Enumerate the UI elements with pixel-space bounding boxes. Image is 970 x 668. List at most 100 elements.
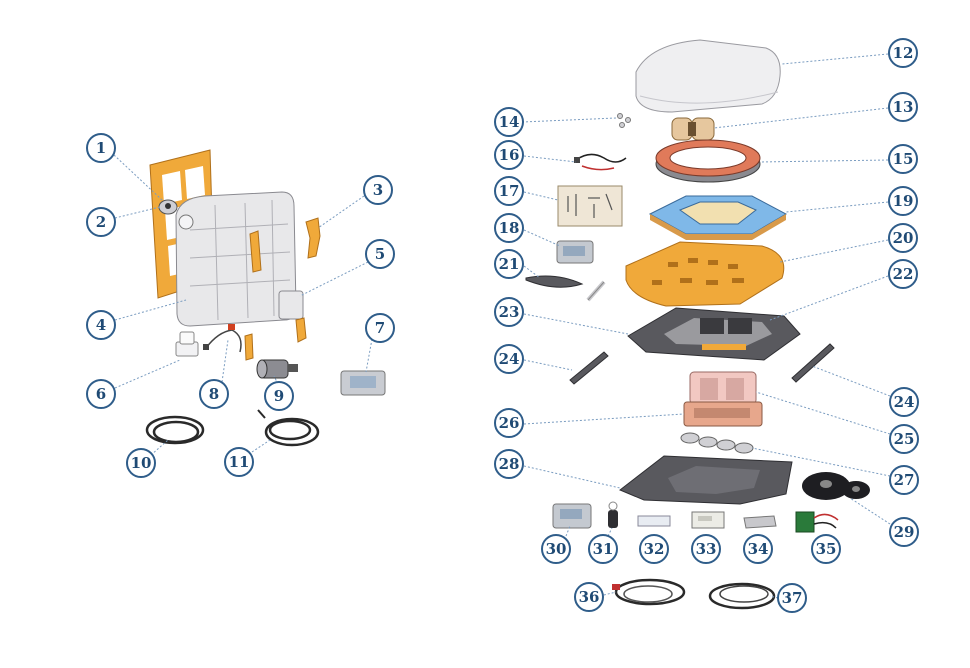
svg-text:16: 16 bbox=[499, 146, 520, 164]
lower-brackets bbox=[244, 317, 307, 361]
part-19-foam-frame bbox=[648, 195, 788, 240]
part-13-blower bbox=[671, 117, 715, 141]
part-18-hardware-bag bbox=[556, 240, 594, 264]
svg-text:11: 11 bbox=[229, 453, 250, 471]
svg-text:21: 21 bbox=[499, 255, 520, 273]
part-2-knob bbox=[158, 199, 178, 215]
svg-text:28: 28 bbox=[499, 455, 520, 473]
part-3-bracket bbox=[305, 217, 321, 259]
part-16-wire-harness bbox=[574, 153, 627, 171]
svg-text:33: 33 bbox=[696, 540, 717, 558]
svg-text:15: 15 bbox=[893, 150, 914, 168]
svg-text:13: 13 bbox=[893, 98, 914, 116]
part-24-strip-right bbox=[791, 343, 835, 383]
part-24-strip-left bbox=[569, 351, 609, 385]
svg-text:24: 24 bbox=[894, 393, 915, 411]
part-28-bottom-plate bbox=[619, 455, 793, 505]
part-4-housing bbox=[175, 191, 297, 327]
part-14-screws bbox=[617, 113, 631, 128]
svg-text:5: 5 bbox=[375, 245, 385, 263]
svg-text:31: 31 bbox=[593, 540, 614, 558]
callout-13: 13 bbox=[888, 92, 918, 122]
leader-lines bbox=[113, 53, 891, 599]
part-37-wiring-loom bbox=[708, 582, 776, 610]
callout-4: 4 bbox=[86, 310, 116, 340]
callout-9: 9 bbox=[264, 381, 294, 411]
svg-text:32: 32 bbox=[644, 540, 665, 558]
callout-19: 19 bbox=[888, 186, 918, 216]
svg-text:18: 18 bbox=[499, 219, 520, 237]
part-12-top-cover bbox=[635, 39, 781, 113]
svg-text:4: 4 bbox=[96, 316, 106, 334]
svg-text:23: 23 bbox=[499, 303, 520, 321]
callout-16: 16 bbox=[494, 140, 524, 170]
part-8-sensor-wire bbox=[203, 324, 242, 353]
svg-text:26: 26 bbox=[499, 414, 520, 432]
svg-text:34: 34 bbox=[748, 540, 769, 558]
part-31-remote-key bbox=[608, 501, 618, 528]
svg-text:2: 2 bbox=[96, 213, 106, 231]
part-32-label-strip bbox=[637, 515, 671, 527]
svg-text:1: 1 bbox=[96, 139, 106, 157]
callout-26: 26 bbox=[494, 408, 524, 438]
callout-24-left: 24 bbox=[494, 344, 524, 374]
callout-35: 35 bbox=[811, 534, 841, 564]
svg-text:9: 9 bbox=[274, 387, 284, 405]
svg-text:8: 8 bbox=[209, 385, 219, 403]
callout-17: 17 bbox=[494, 176, 524, 206]
callout-20: 20 bbox=[888, 223, 918, 253]
callout-21: 21 bbox=[494, 249, 524, 279]
part-34-ribbon-cable bbox=[743, 515, 777, 529]
part-15-ring bbox=[655, 139, 761, 183]
svg-text:24: 24 bbox=[499, 350, 520, 368]
callout-25: 25 bbox=[889, 424, 919, 454]
svg-text:35: 35 bbox=[816, 540, 837, 558]
callout-18: 18 bbox=[494, 213, 524, 243]
callout-8: 8 bbox=[199, 379, 229, 409]
part-9-motor bbox=[256, 359, 298, 379]
svg-text:17: 17 bbox=[499, 182, 520, 200]
svg-text:14: 14 bbox=[499, 113, 520, 131]
callout-24-right: 24 bbox=[889, 387, 919, 417]
part-21-blade bbox=[525, 275, 584, 288]
svg-text:12: 12 bbox=[893, 44, 914, 62]
part-6-fitting bbox=[175, 331, 199, 357]
svg-text:19: 19 bbox=[893, 192, 914, 210]
part-20-base-plate bbox=[625, 241, 785, 307]
callout-1: 1 bbox=[86, 133, 116, 163]
callout-12: 12 bbox=[888, 38, 918, 68]
svg-text:30: 30 bbox=[546, 540, 567, 558]
svg-text:25: 25 bbox=[894, 430, 915, 448]
svg-text:20: 20 bbox=[893, 229, 914, 247]
callout-27: 27 bbox=[889, 465, 919, 495]
callout-6: 6 bbox=[86, 379, 116, 409]
callout-33: 33 bbox=[691, 534, 721, 564]
svg-text:6: 6 bbox=[96, 385, 106, 403]
callout-30: 30 bbox=[541, 534, 571, 564]
callout-badges: 1 2 3 4 5 6 7 8 9 10 11 12 13 14 15 16 1… bbox=[86, 38, 919, 613]
callout-5: 5 bbox=[365, 239, 395, 269]
svg-text:36: 36 bbox=[579, 588, 600, 606]
callout-22: 22 bbox=[888, 259, 918, 289]
svg-text:29: 29 bbox=[894, 523, 915, 541]
callout-14: 14 bbox=[494, 107, 524, 137]
callout-10: 10 bbox=[126, 448, 156, 478]
callout-34: 34 bbox=[743, 534, 773, 564]
callout-29: 29 bbox=[889, 517, 919, 547]
part-17-mounting-board bbox=[557, 185, 623, 227]
part-27-discs bbox=[680, 432, 754, 454]
callout-37: 37 bbox=[777, 583, 807, 613]
svg-text:37: 37 bbox=[782, 589, 803, 607]
callout-15: 15 bbox=[888, 144, 918, 174]
svg-text:22: 22 bbox=[893, 265, 914, 283]
part-10-cable-coil bbox=[145, 415, 205, 445]
part-7-hardware-bag bbox=[340, 370, 386, 396]
part-29-knobs bbox=[802, 472, 870, 500]
part-22-inner-ducts bbox=[700, 318, 752, 350]
callout-36: 36 bbox=[574, 582, 604, 612]
tool-piece bbox=[586, 280, 606, 302]
part-5-cover bbox=[278, 290, 304, 320]
part-25-air-duct bbox=[689, 371, 757, 405]
callout-31: 31 bbox=[588, 534, 618, 564]
callout-2: 2 bbox=[86, 207, 116, 237]
